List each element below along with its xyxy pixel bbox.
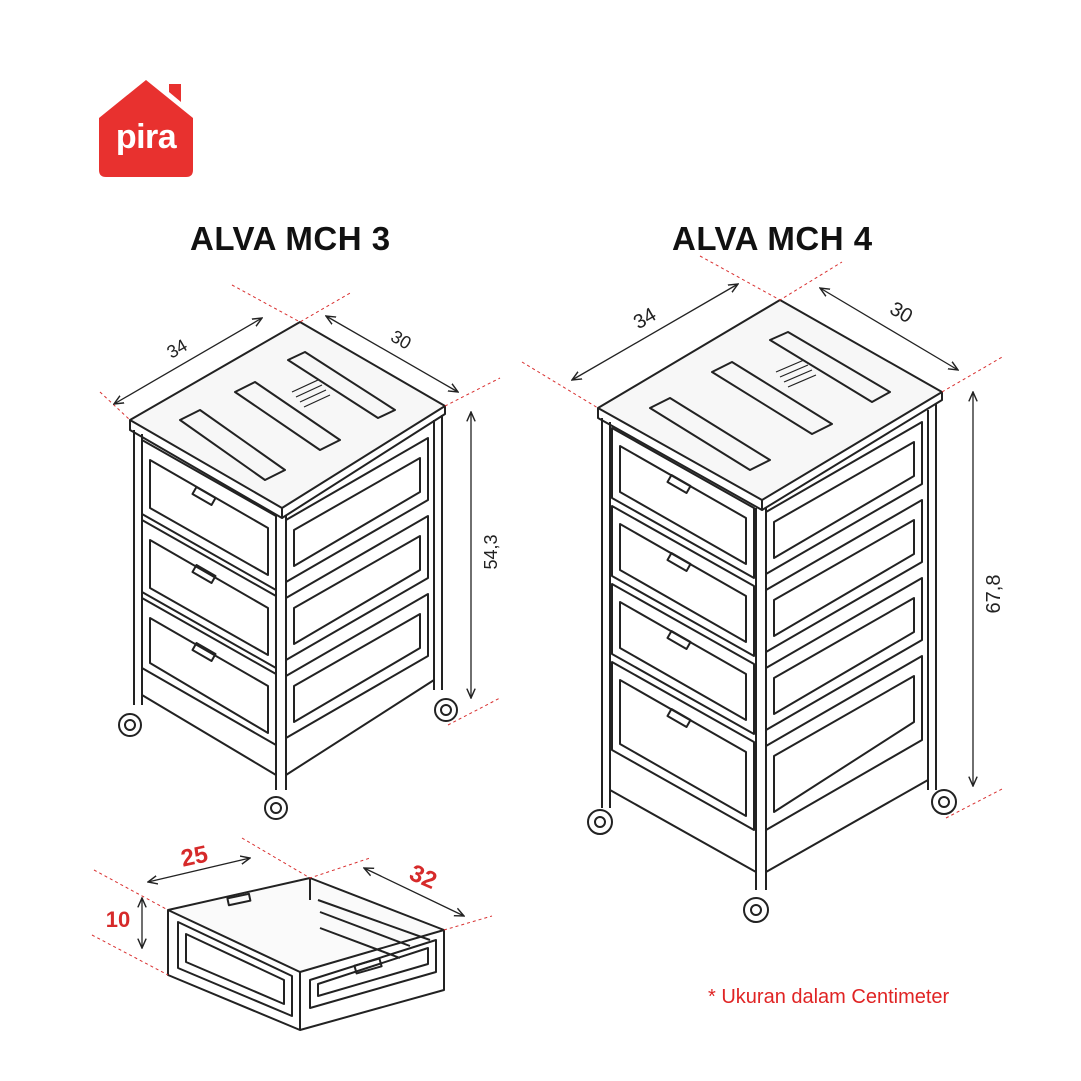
pira-logo bbox=[99, 80, 193, 177]
mch4-width-label: 34 bbox=[630, 304, 660, 334]
drawer-dimension-arrows bbox=[142, 858, 464, 948]
mch3-dimension-arrows bbox=[114, 316, 471, 698]
cabinet-mch4-drawing bbox=[587, 299, 957, 923]
logo-text: pira bbox=[115, 118, 177, 156]
mch3-height-label: 54,3 bbox=[481, 534, 501, 569]
house-icon bbox=[99, 80, 193, 177]
drawer-height-label: 10 bbox=[106, 907, 130, 932]
cabinet-mch3-drawing bbox=[118, 321, 458, 820]
vent-grid bbox=[775, 359, 817, 388]
drawer-drawing bbox=[167, 877, 445, 1031]
drawer-width-label: 25 bbox=[179, 841, 211, 873]
mch3-depth-label: 30 bbox=[387, 326, 414, 353]
mch3-guide-lines bbox=[99, 284, 501, 726]
drawer-guide-lines bbox=[91, 837, 493, 976]
mch4-height-label: 67,8 bbox=[983, 575, 1005, 614]
mch4-dimension-arrows bbox=[572, 284, 973, 786]
vent-grid bbox=[291, 379, 331, 408]
product-title-mch4: ALVA MCH 4 bbox=[672, 220, 873, 257]
product-title-mch3: ALVA MCH 3 bbox=[190, 220, 391, 257]
mch3-width-label: 34 bbox=[163, 335, 190, 362]
mch4-depth-label: 30 bbox=[886, 298, 916, 328]
drawer-length-label: 32 bbox=[405, 859, 440, 895]
unit-note: * Ukuran dalam Centimeter bbox=[708, 986, 950, 1008]
mch4-guide-lines bbox=[521, 255, 1005, 819]
